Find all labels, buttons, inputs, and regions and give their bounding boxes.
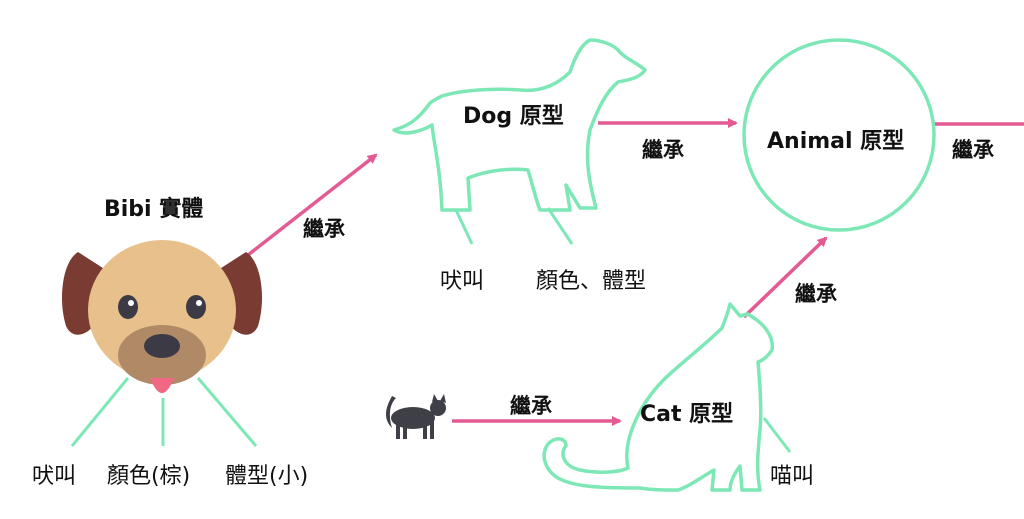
cat-title: Cat 原型 <box>640 396 733 428</box>
bibi-prop-color: 顏色(棕) <box>107 458 190 490</box>
bibi-prop-bark: 吠叫 <box>32 458 76 490</box>
inherit-label-catpic-cat: 繼承 <box>510 390 552 420</box>
inherit-label-animal-next: 繼承 <box>952 134 994 164</box>
animal-title: Animal 原型 <box>767 123 904 155</box>
inherit-label-cat-animal: 繼承 <box>795 278 837 308</box>
cat-silhouette-icon <box>386 394 446 439</box>
inherit-label-dog-animal: 繼承 <box>642 134 684 164</box>
dog-prop-line-color <box>548 208 572 244</box>
dog-prop-bark: 吠叫 <box>440 263 484 295</box>
dog-prop-line-bark <box>456 210 472 244</box>
dog-prop-color-size: 顏色、體型 <box>536 263 646 295</box>
bibi-title: Bibi 實體 <box>104 191 203 223</box>
cat-prop-line <box>764 418 790 452</box>
inherit-label-bibi-dog: 繼承 <box>303 213 345 243</box>
cat-prop-meow: 喵叫 <box>770 458 814 490</box>
bibi-prop-size: 體型(小) <box>225 458 308 490</box>
dog-title: Dog 原型 <box>463 98 564 130</box>
dog-face-icon <box>62 240 262 393</box>
